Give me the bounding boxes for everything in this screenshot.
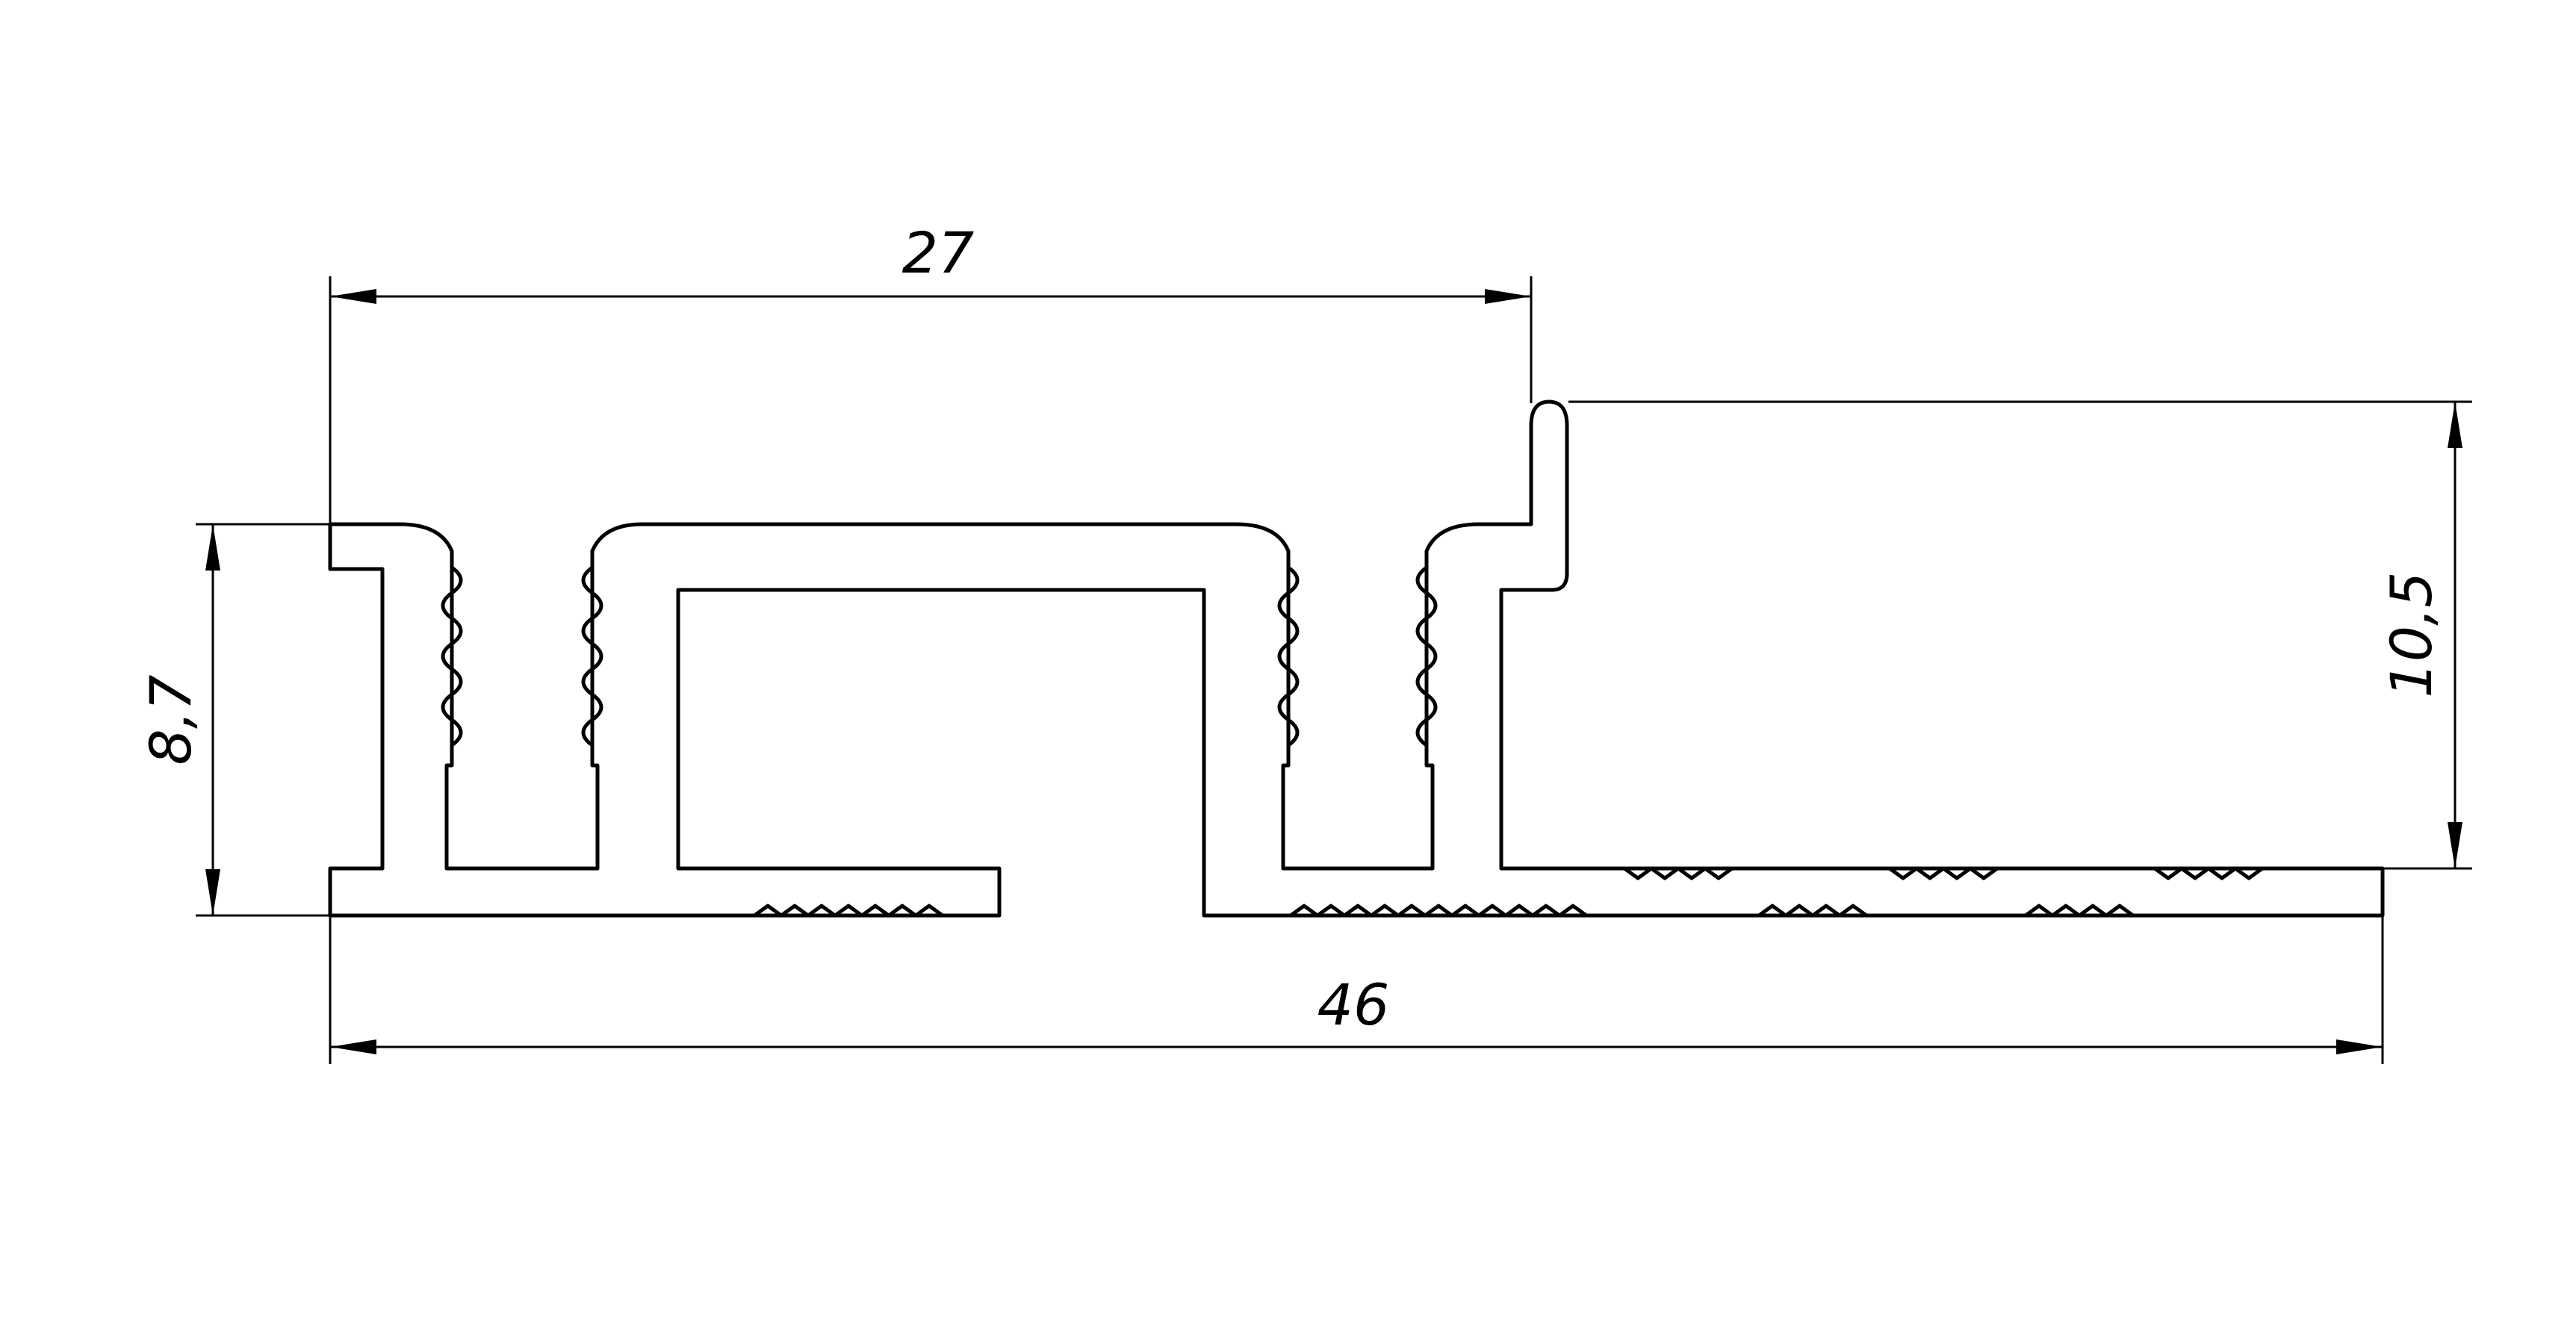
serration-bottom-right-3 bbox=[2023, 904, 2135, 918]
serration-top-right-2 bbox=[1887, 866, 1999, 880]
dimension-label-left: 8,7 bbox=[137, 675, 204, 765]
arrowhead-left bbox=[330, 1039, 376, 1054]
arrowhead-left bbox=[330, 289, 376, 304]
serration-bottom-right-1 bbox=[1288, 904, 1589, 918]
arrowhead-top bbox=[2448, 402, 2462, 448]
arrowhead-bottom bbox=[205, 869, 220, 916]
arrowhead-bottom bbox=[2448, 822, 2462, 868]
serration-bottom-left bbox=[752, 904, 945, 918]
profile-outline bbox=[328, 400, 2385, 918]
serration-top-right-3 bbox=[2153, 866, 2265, 880]
dimension-overall-width: 46 bbox=[329, 917, 2384, 1064]
ridge-right-channel-right-wall bbox=[1415, 565, 1438, 747]
arrowhead-top bbox=[205, 524, 220, 571]
serration-top-right-1 bbox=[1622, 866, 1734, 880]
serration-bottom-right-2 bbox=[1757, 904, 1869, 918]
arrowhead-right bbox=[2336, 1039, 2383, 1054]
dimension-right-height: 10,5 bbox=[1568, 400, 2472, 870]
dimension-label-bottom: 46 bbox=[1318, 972, 1390, 1038]
ridge-right-channel-left-wall bbox=[1277, 565, 1300, 747]
dimension-left-height: 8,7 bbox=[137, 523, 329, 917]
dimension-top-width: 27 bbox=[329, 220, 1533, 523]
ridge-left-channel-left-wall bbox=[581, 565, 603, 747]
dimension-label-top: 27 bbox=[902, 220, 975, 286]
arrowhead-right bbox=[1485, 289, 1531, 304]
ridge-left-channel-right-wall bbox=[441, 565, 463, 747]
dimension-label-right: 10,5 bbox=[2378, 571, 2445, 697]
